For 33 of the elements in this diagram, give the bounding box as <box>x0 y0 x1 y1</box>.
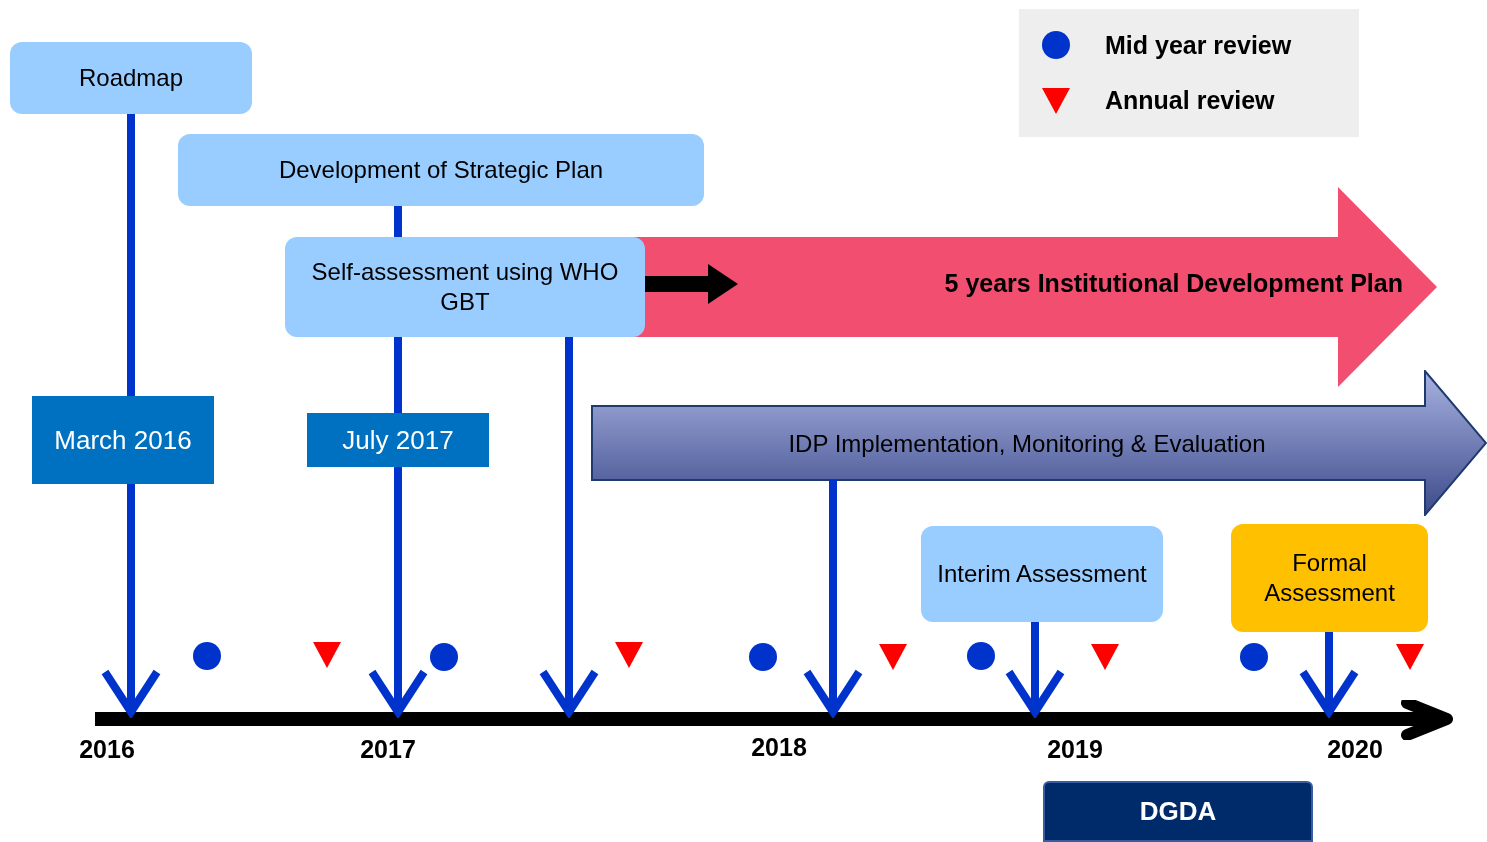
arrow-label: IDP Implementation, Monitoring & Evaluation <box>788 429 1266 459</box>
box-label: Interim Assessment <box>937 559 1147 589</box>
arrow <box>101 484 161 716</box>
box-label: Roadmap <box>78 63 184 93</box>
process-box <box>921 526 1163 622</box>
year-label: 2019 <box>1047 734 1103 766</box>
process-box <box>1043 781 1313 842</box>
arrow <box>645 264 738 304</box>
box-label: Formal Assessment <box>1263 548 1396 608</box>
date-box <box>32 396 214 484</box>
process-box <box>285 237 645 337</box>
year-label: 2017 <box>360 734 416 766</box>
date-label: July 2017 <box>342 423 454 457</box>
arrow <box>539 337 599 716</box>
arrow <box>1005 622 1065 716</box>
year-label: 2020 <box>1327 734 1383 766</box>
year-label: 2016 <box>79 734 135 766</box>
arrow-label: 5 years Institutional Development Plan <box>944 269 1403 297</box>
date-label: March 2016 <box>54 423 192 457</box>
legend-label: Annual review <box>1105 85 1275 116</box>
phase-banner <box>591 370 1487 516</box>
box-label: Development of Strategic Plan <box>278 155 604 185</box>
year-label: 2018 <box>751 732 807 764</box>
process-box <box>178 134 704 206</box>
box-label: Self-assessment using WHO GBT <box>310 257 620 317</box>
box-label: DGDA <box>1139 795 1217 828</box>
arrow <box>368 467 428 716</box>
arrow <box>803 480 863 716</box>
legend-label: Mid year review <box>1105 29 1292 61</box>
date-box <box>307 413 489 467</box>
process-box <box>1231 524 1428 632</box>
process-box <box>10 42 252 114</box>
arrow <box>1299 632 1359 716</box>
